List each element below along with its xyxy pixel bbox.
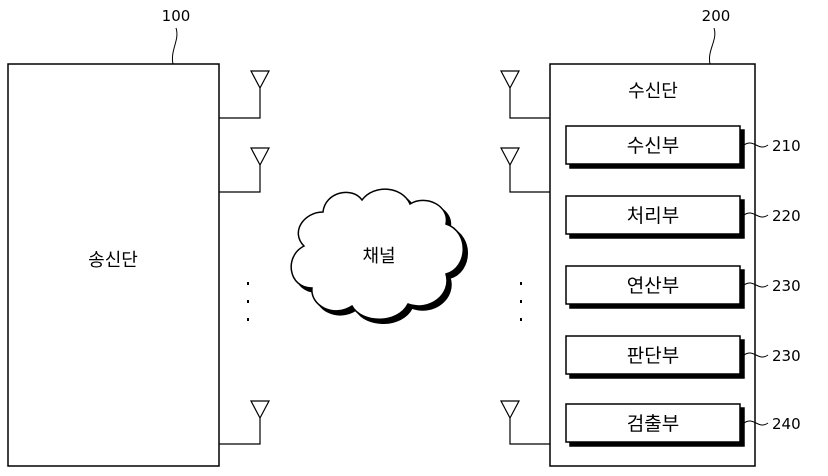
antenna-icon xyxy=(500,147,550,193)
receiver: 수신단 200 xyxy=(549,7,756,467)
channel-label: 채널 xyxy=(362,246,395,267)
transmitter: 송신단 100 xyxy=(7,7,220,467)
unit-ref-leader xyxy=(743,352,769,358)
receiver-antennas xyxy=(500,70,550,445)
antenna-icon xyxy=(500,400,550,445)
cloud-icon xyxy=(290,188,464,320)
transmitter-box xyxy=(7,63,220,467)
receiver-label: 수신단 xyxy=(628,81,678,102)
receiver-unit: 연산부 230 xyxy=(565,265,801,305)
unit-label: 처리부 xyxy=(627,205,679,227)
unit-ref: 220 xyxy=(772,207,801,225)
transmitter-ref: 100 xyxy=(162,7,191,25)
unit-ref-leader xyxy=(743,142,769,148)
receiver-unit: 검출부 240 xyxy=(565,403,801,443)
antenna-icon xyxy=(500,70,550,119)
receiver-ref-leader xyxy=(708,27,716,65)
unit-ref: 230 xyxy=(772,277,801,295)
unit-ref-leader xyxy=(743,420,769,426)
channel-cloud: 채널 xyxy=(290,188,464,320)
receiver-unit: 수신부 210 xyxy=(565,125,801,165)
unit-ref: 230 xyxy=(772,347,801,365)
antenna-icon xyxy=(219,70,270,119)
unit-ref-leader xyxy=(743,212,769,218)
antenna-icon xyxy=(219,400,270,445)
unit-label: 검출부 xyxy=(627,413,679,435)
receiver-unit: 판단부 230 xyxy=(565,335,801,375)
receiver-ref: 200 xyxy=(702,7,731,25)
unit-label: 연산부 xyxy=(627,275,679,297)
transmitter-ellipsis xyxy=(247,282,249,321)
receiver-ellipsis xyxy=(520,282,522,321)
unit-ref-leader xyxy=(743,282,769,288)
receiver-unit: 처리부 220 xyxy=(565,195,801,235)
antenna-icon xyxy=(219,147,270,193)
transmitter-antennas xyxy=(219,70,270,445)
unit-label: 판단부 xyxy=(627,345,679,367)
transmitter-ref-leader xyxy=(171,27,178,65)
unit-ref: 240 xyxy=(772,415,801,433)
unit-ref: 210 xyxy=(772,137,801,155)
unit-label: 수신부 xyxy=(627,135,679,157)
transmitter-label: 송신단 xyxy=(88,250,138,271)
